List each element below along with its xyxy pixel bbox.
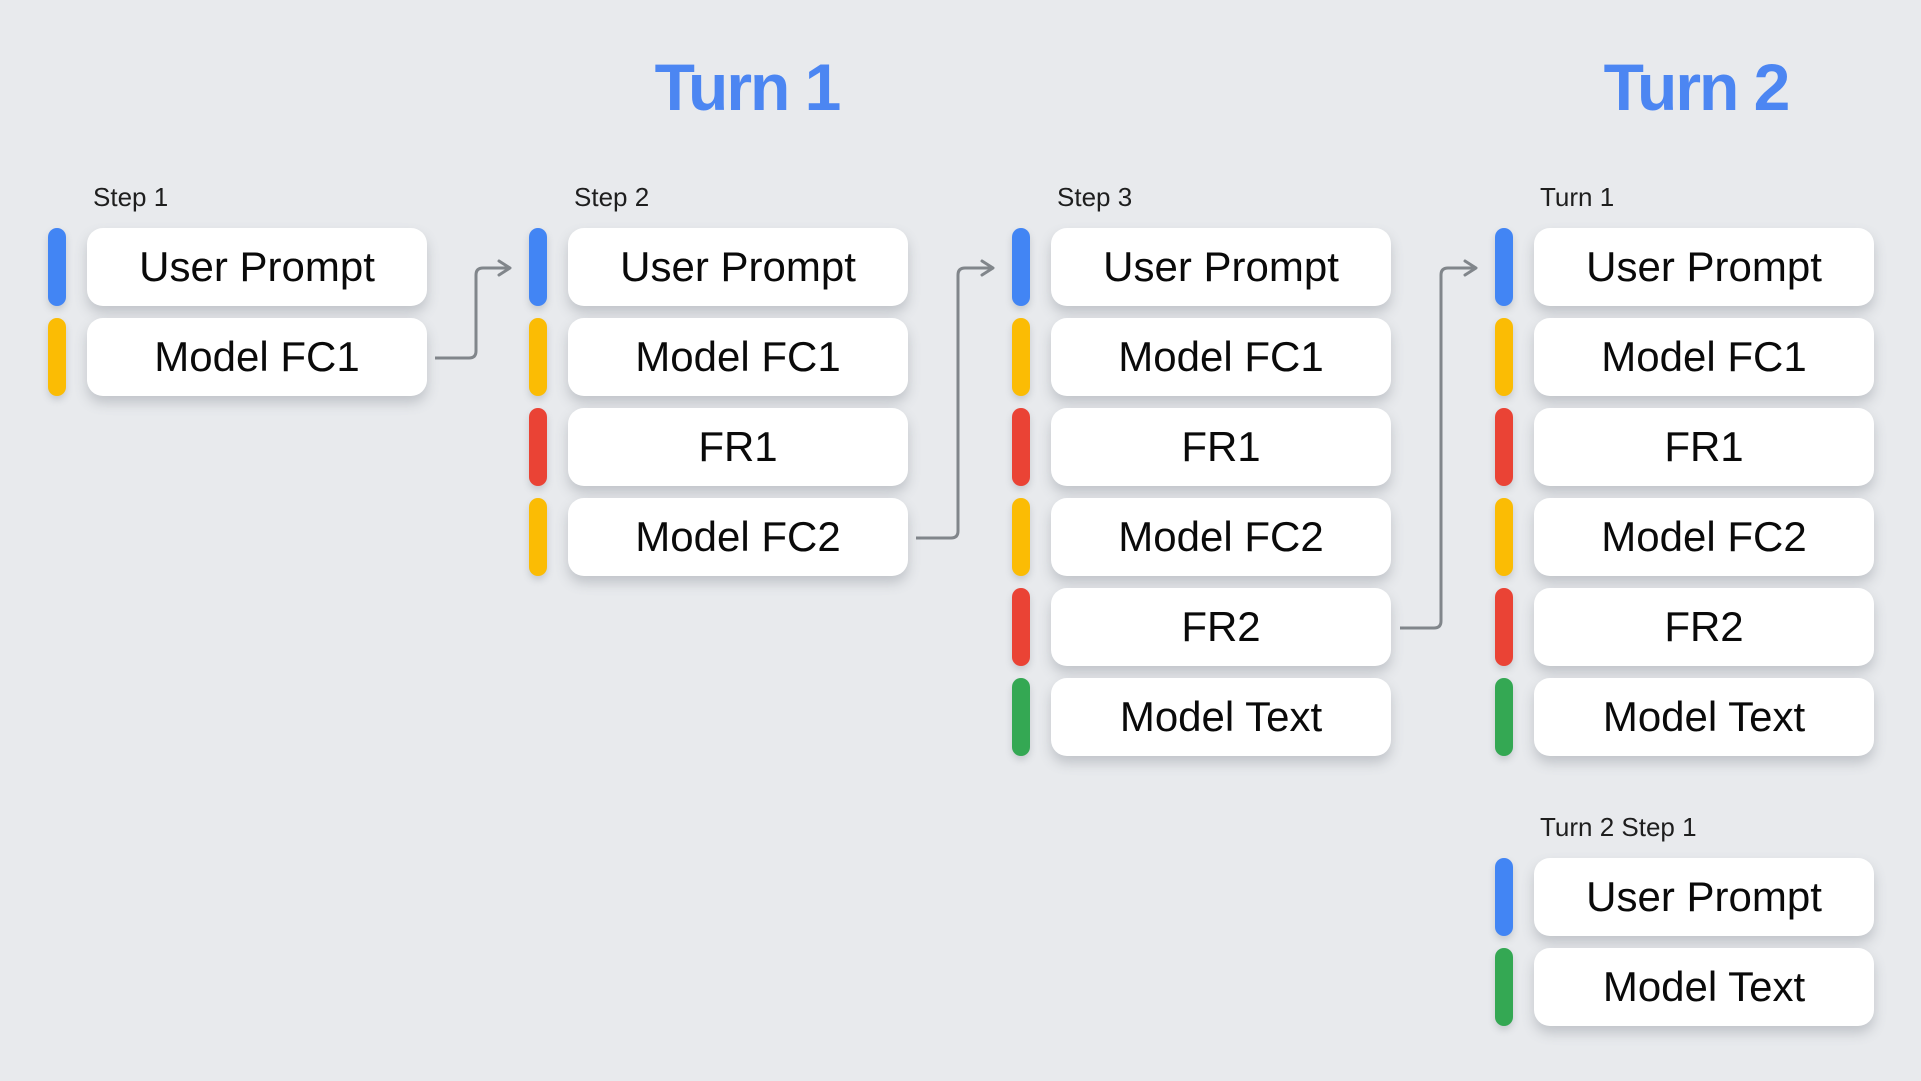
- user-prompt-color-bar: [1012, 228, 1030, 306]
- message-box: Model FC1: [1051, 318, 1391, 396]
- message-box: Model Text: [1051, 678, 1391, 756]
- message-box: User Prompt: [1534, 858, 1874, 936]
- message-box: User Prompt: [1051, 228, 1391, 306]
- message-box: Model FC2: [568, 498, 908, 576]
- column-step-1: Step 1 User Prompt Model FC1: [48, 182, 427, 408]
- message-label: FR1: [1181, 423, 1261, 470]
- row-model-fc2: Model FC2: [1012, 498, 1391, 576]
- model-text-color-bar: [1495, 948, 1513, 1026]
- message-box: Model FC1: [1534, 318, 1874, 396]
- model-fc-color-bar: [529, 498, 547, 576]
- row-fr1: FR1: [529, 408, 908, 486]
- message-box: User Prompt: [1534, 228, 1874, 306]
- message-box: FR1: [568, 408, 908, 486]
- model-fc-color-bar: [1495, 318, 1513, 396]
- message-box: Model Text: [1534, 948, 1874, 1026]
- message-label: Model FC1: [154, 333, 360, 380]
- user-prompt-color-bar: [1495, 858, 1513, 936]
- row-model-fc1: Model FC1: [48, 318, 427, 396]
- message-label: Model FC1: [1601, 333, 1807, 380]
- function-response-color-bar: [1495, 408, 1513, 486]
- row-model-text: Model Text: [1495, 678, 1874, 756]
- column-turn-1-history: Turn 1 User Prompt Model FC1 FR1 Model F…: [1495, 182, 1874, 768]
- message-box: Model FC1: [568, 318, 908, 396]
- function-response-color-bar: [1012, 588, 1030, 666]
- message-box: FR2: [1051, 588, 1391, 666]
- message-box: Model FC2: [1534, 498, 1874, 576]
- message-label: User Prompt: [139, 243, 375, 290]
- column-step-3: Step 3 User Prompt Model FC1 FR1 Model F…: [1012, 182, 1391, 768]
- column-step-2: Step 2 User Prompt Model FC1 FR1 Model F…: [529, 182, 908, 588]
- function-response-color-bar: [529, 408, 547, 486]
- message-box: User Prompt: [568, 228, 908, 306]
- message-box: User Prompt: [87, 228, 427, 306]
- model-text-color-bar: [1012, 678, 1030, 756]
- row-fr2: FR2: [1012, 588, 1391, 666]
- column-label: Turn 1: [1540, 182, 1615, 212]
- row-model-text: Model Text: [1495, 948, 1874, 1026]
- message-label: Model Text: [1602, 693, 1806, 740]
- heading-turn-1: Turn 1: [654, 50, 842, 124]
- model-fc-color-bar: [48, 318, 66, 396]
- message-label: User Prompt: [1103, 243, 1339, 290]
- model-text-color-bar: [1495, 678, 1513, 756]
- row-fr1: FR1: [1495, 408, 1874, 486]
- message-label: FR1: [698, 423, 778, 470]
- model-fc-color-bar: [529, 318, 547, 396]
- flow-arrow-step1-to-step2: [435, 259, 512, 360]
- message-label: User Prompt: [1586, 873, 1822, 920]
- row-model-fc2: Model FC2: [1495, 498, 1874, 576]
- message-box: FR2: [1534, 588, 1874, 666]
- model-fc-color-bar: [1495, 498, 1513, 576]
- message-label: Model Text: [1602, 963, 1806, 1010]
- row-model-fc1: Model FC1: [1495, 318, 1874, 396]
- user-prompt-color-bar: [1495, 228, 1513, 306]
- column-label: Step 3: [1057, 182, 1133, 212]
- message-box: FR1: [1051, 408, 1391, 486]
- function-response-color-bar: [1495, 588, 1513, 666]
- message-box: Model FC1: [87, 318, 427, 396]
- row-fr1: FR1: [1012, 408, 1391, 486]
- row-user-prompt: User Prompt: [1495, 228, 1874, 306]
- row-model-text: Model Text: [1012, 678, 1391, 756]
- column-label: Turn 2 Step 1: [1540, 812, 1697, 842]
- heading-turn-2: Turn 2: [1603, 50, 1791, 124]
- message-label: Model Text: [1119, 693, 1323, 740]
- user-prompt-color-bar: [48, 228, 66, 306]
- message-label: Model FC1: [635, 333, 841, 380]
- row-model-fc1: Model FC1: [529, 318, 908, 396]
- function-response-color-bar: [1012, 408, 1030, 486]
- row-user-prompt: User Prompt: [1495, 858, 1874, 936]
- column-turn-2-step-1: Turn 2 Step 1 User Prompt Model Text: [1495, 812, 1874, 1038]
- flow-arrow-step2-to-step3: [916, 259, 995, 540]
- message-label: FR2: [1664, 603, 1744, 650]
- row-fr2: FR2: [1495, 588, 1874, 666]
- message-label: FR2: [1181, 603, 1261, 650]
- message-label: Model FC2: [1601, 513, 1807, 560]
- message-label: User Prompt: [620, 243, 856, 290]
- model-fc-color-bar: [1012, 498, 1030, 576]
- message-box: Model FC2: [1051, 498, 1391, 576]
- message-label: User Prompt: [1586, 243, 1822, 290]
- message-box: FR1: [1534, 408, 1874, 486]
- message-label: FR1: [1664, 423, 1744, 470]
- row-user-prompt: User Prompt: [529, 228, 908, 306]
- row-user-prompt: User Prompt: [1012, 228, 1391, 306]
- message-label: Model FC1: [1118, 333, 1324, 380]
- message-box: Model Text: [1534, 678, 1874, 756]
- model-fc-color-bar: [1012, 318, 1030, 396]
- flow-arrow-step3-to-turn1: [1400, 259, 1478, 630]
- message-label: Model FC2: [635, 513, 841, 560]
- message-label: Model FC2: [1118, 513, 1324, 560]
- user-prompt-color-bar: [529, 228, 547, 306]
- column-label: Step 1: [93, 182, 169, 212]
- column-label: Step 2: [574, 182, 650, 212]
- row-model-fc1: Model FC1: [1012, 318, 1391, 396]
- row-user-prompt: User Prompt: [48, 228, 427, 306]
- row-model-fc2: Model FC2: [529, 498, 908, 576]
